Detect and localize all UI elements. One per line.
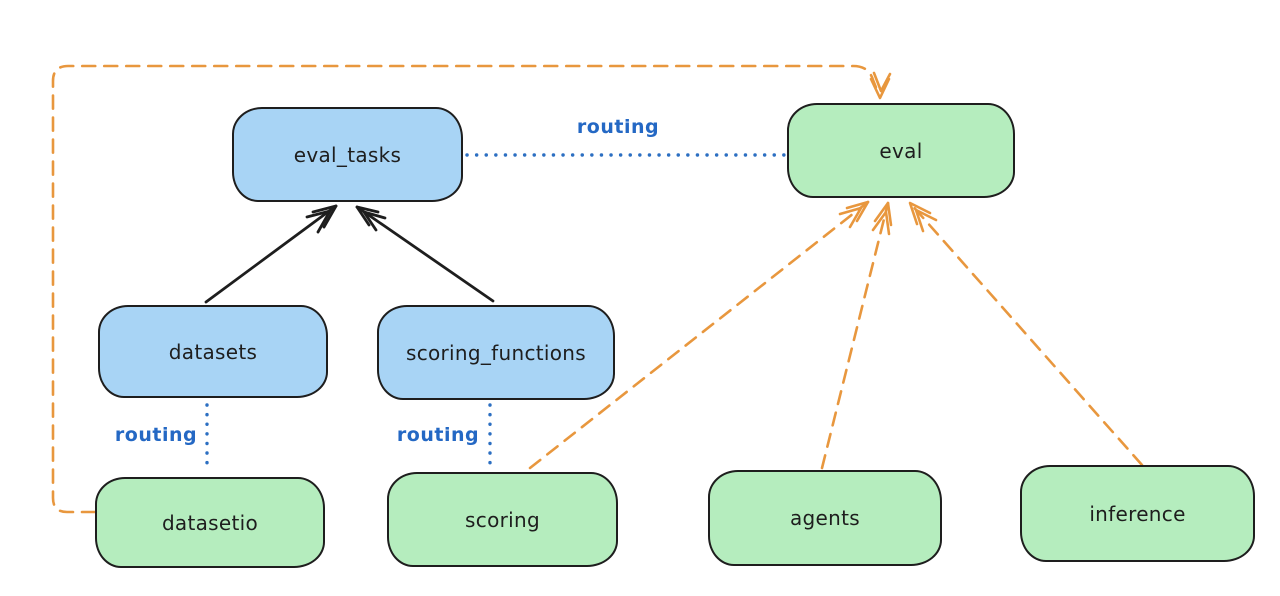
- edge-inference-to-eval: [908, 201, 1144, 467]
- node-eval: eval: [787, 103, 1015, 198]
- routing-label-scoring-functions-scoring: routing: [396, 424, 480, 446]
- node-inference: inference: [1020, 465, 1255, 562]
- node-scoring-functions-label: scoring_functions: [405, 340, 587, 365]
- edge-datasetio-to-eval: [51, 64, 892, 514]
- edge-scoring-functions-to-eval-tasks: [355, 205, 495, 303]
- node-inference-label: inference: [1089, 501, 1186, 526]
- node-datasets: datasets: [98, 305, 328, 398]
- routing-label-datasets-datasetio: routing: [114, 424, 198, 446]
- edge-agents-to-eval: [820, 201, 893, 470]
- node-scoring-label: scoring: [465, 507, 540, 532]
- node-eval-tasks: eval_tasks: [232, 107, 463, 202]
- node-datasets-label: datasets: [168, 339, 258, 364]
- node-agents: agents: [708, 470, 942, 566]
- node-scoring: scoring: [387, 472, 618, 567]
- routing-label-eval-tasks-eval: routing: [576, 116, 660, 138]
- node-scoring-functions: scoring_functions: [377, 305, 615, 400]
- edge-datasets-to-eval-tasks: [204, 204, 338, 304]
- node-datasetio: datasetio: [95, 477, 325, 568]
- node-eval-label: eval: [879, 138, 923, 163]
- edge-scoring-to-eval: [528, 200, 870, 470]
- node-datasetio-label: datasetio: [161, 510, 259, 535]
- node-agents-label: agents: [790, 506, 860, 530]
- node-eval-tasks-label: eval_tasks: [293, 142, 402, 167]
